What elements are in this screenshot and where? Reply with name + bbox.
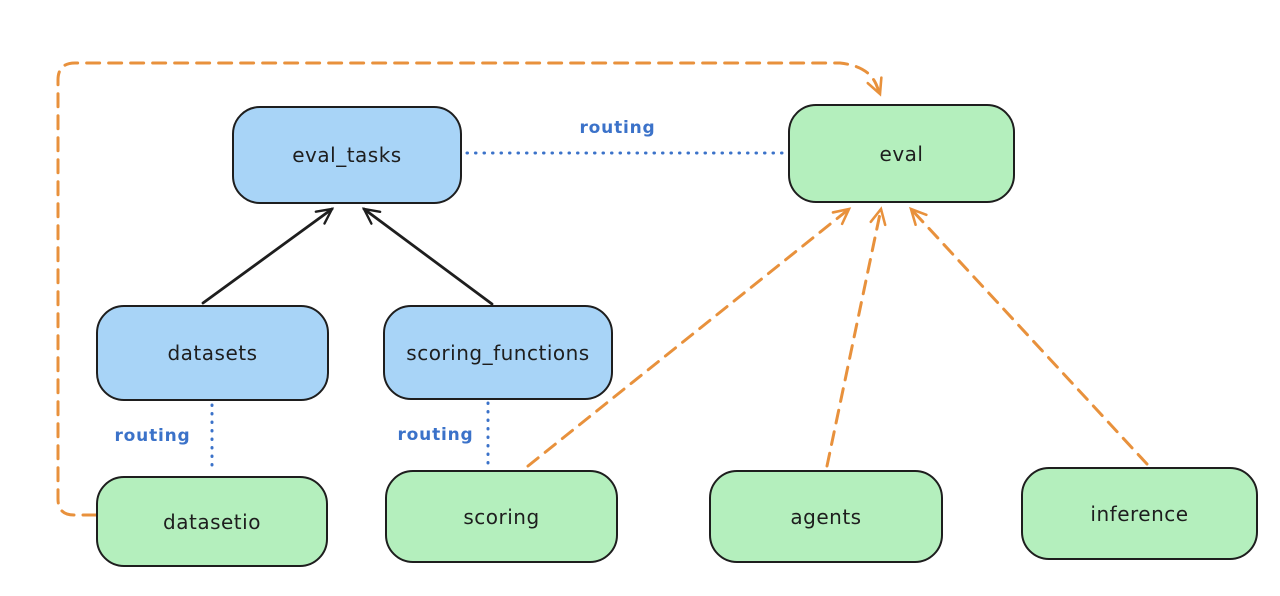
node-inference-label: inference xyxy=(1090,501,1189,526)
node-datasets-label: datasets xyxy=(167,341,258,365)
node-agents-label: agents xyxy=(790,504,862,529)
node-scoring-label: scoring xyxy=(463,504,540,529)
edge-label-routing-middle: routing xyxy=(397,425,474,445)
edge-scoring-functions-to-eval-tasks xyxy=(361,207,494,306)
edge-datasets-to-eval-tasks xyxy=(201,207,335,305)
edge-label-routing-left: routing xyxy=(114,426,191,446)
node-datasets: datasets xyxy=(96,305,329,401)
node-eval-label: eval xyxy=(879,141,924,166)
node-scoring-functions: scoring_functions xyxy=(383,305,613,400)
edge-datasetio-to-eval xyxy=(56,61,883,517)
node-datasetio-label: datasetio xyxy=(163,509,261,534)
node-agents: agents xyxy=(709,470,943,563)
edge-inference-to-eval xyxy=(909,206,1149,466)
edge-scoring-to-eval xyxy=(526,207,852,468)
edge-agents-to-eval xyxy=(825,206,887,468)
node-eval-tasks-label: eval_tasks xyxy=(292,143,402,167)
node-inference: inference xyxy=(1021,467,1258,560)
node-scoring: scoring xyxy=(385,470,618,563)
edge-label-routing-top: routing xyxy=(579,118,656,138)
node-eval: eval xyxy=(788,104,1015,203)
node-eval-tasks: eval_tasks xyxy=(232,106,462,204)
node-scoring-functions-label: scoring_functions xyxy=(406,340,590,365)
node-datasetio: datasetio xyxy=(96,476,328,567)
